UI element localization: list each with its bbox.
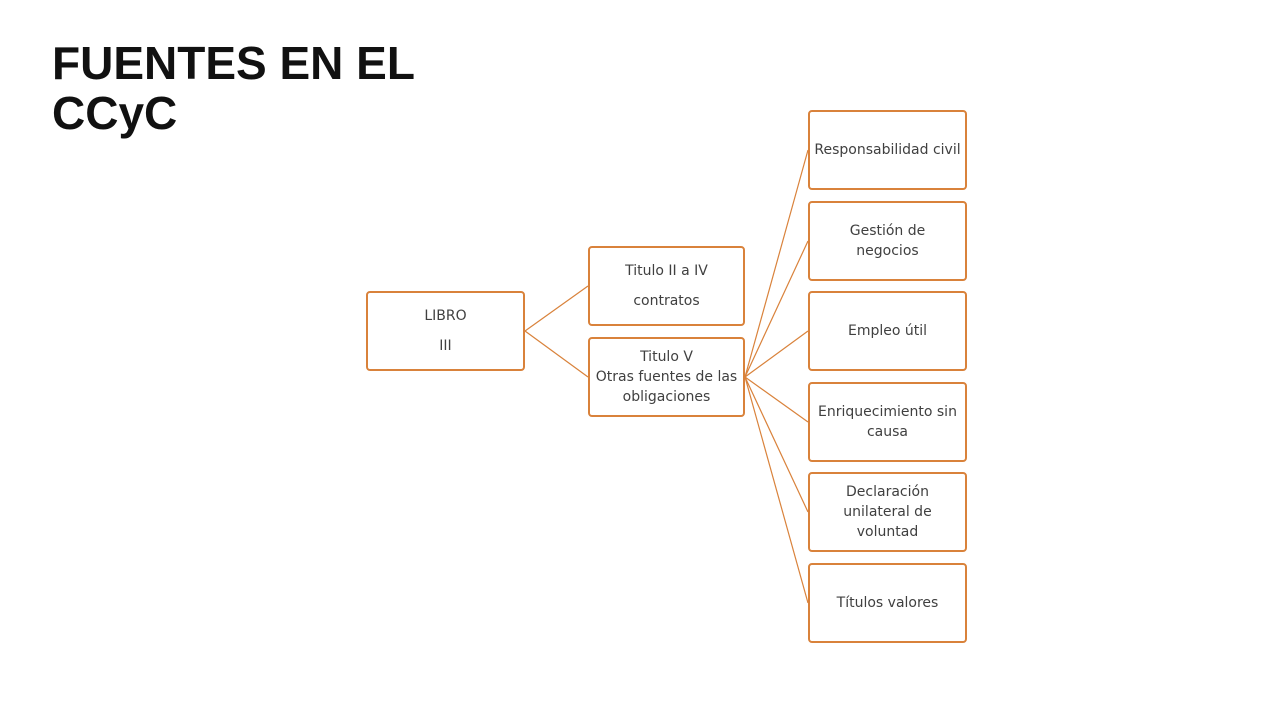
node-gestion-de-negocios-label: Gestión de negocios	[849, 223, 926, 259]
node-titulo-ii-iv-line-2: contratos	[633, 293, 700, 309]
node-titulo-ii-iv-line-1: Titulo II a IV	[625, 263, 708, 279]
node-titulo-v-line-1: Titulo V	[640, 349, 693, 365]
node-libro-iii-line-1: LIBRO	[424, 308, 467, 324]
node-responsabilidad-civil-label: Responsabilidad civil	[814, 142, 961, 158]
connector-root-titulo-ii	[524, 285, 589, 332]
node-titulo-v: Titulo V Otras fuentes de las obligacion…	[588, 337, 745, 417]
node-declaracion-unilateral-label: Declaración unilateral de voluntad	[843, 484, 932, 540]
title-line-1: FUENTES EN EL	[52, 37, 415, 89]
node-titulo-v-line-2: Otras fuentes de las obligaciones	[595, 369, 738, 405]
node-responsabilidad-civil: Responsabilidad civil	[808, 110, 967, 190]
node-empleo-util-label: Empleo útil	[847, 323, 928, 339]
node-titulo-ii-iv: Titulo II a IV contratos	[588, 246, 745, 326]
node-titulos-valores-label: Títulos valores	[836, 595, 939, 611]
node-empleo-util: Empleo útil	[808, 291, 967, 371]
node-libro-iii: LIBRO III	[366, 291, 525, 371]
node-gestion-de-negocios: Gestión de negocios	[808, 201, 967, 281]
connector-tv-enriquecimiento	[744, 376, 809, 423]
connector-tv-gestion	[744, 240, 809, 378]
connector-root-titulo-v	[524, 330, 589, 378]
page-title: FUENTES EN EL CCyC	[52, 38, 415, 138]
node-enriquecimiento-sin-causa-label: Enriquecimiento sin causa	[818, 404, 957, 440]
node-declaracion-unilateral: Declaración unilateral de voluntad	[808, 472, 967, 552]
node-libro-iii-line-2: III	[439, 338, 452, 354]
connector-tv-responsabilidad	[744, 149, 809, 378]
connector-tv-empleo	[744, 330, 809, 378]
connector-tv-declaracion	[744, 376, 809, 513]
node-enriquecimiento-sin-causa: Enriquecimiento sin causa	[808, 382, 967, 462]
node-titulos-valores: Títulos valores	[808, 563, 967, 643]
title-line-2: CCyC	[52, 87, 178, 139]
connector-tv-titulos	[744, 376, 809, 604]
